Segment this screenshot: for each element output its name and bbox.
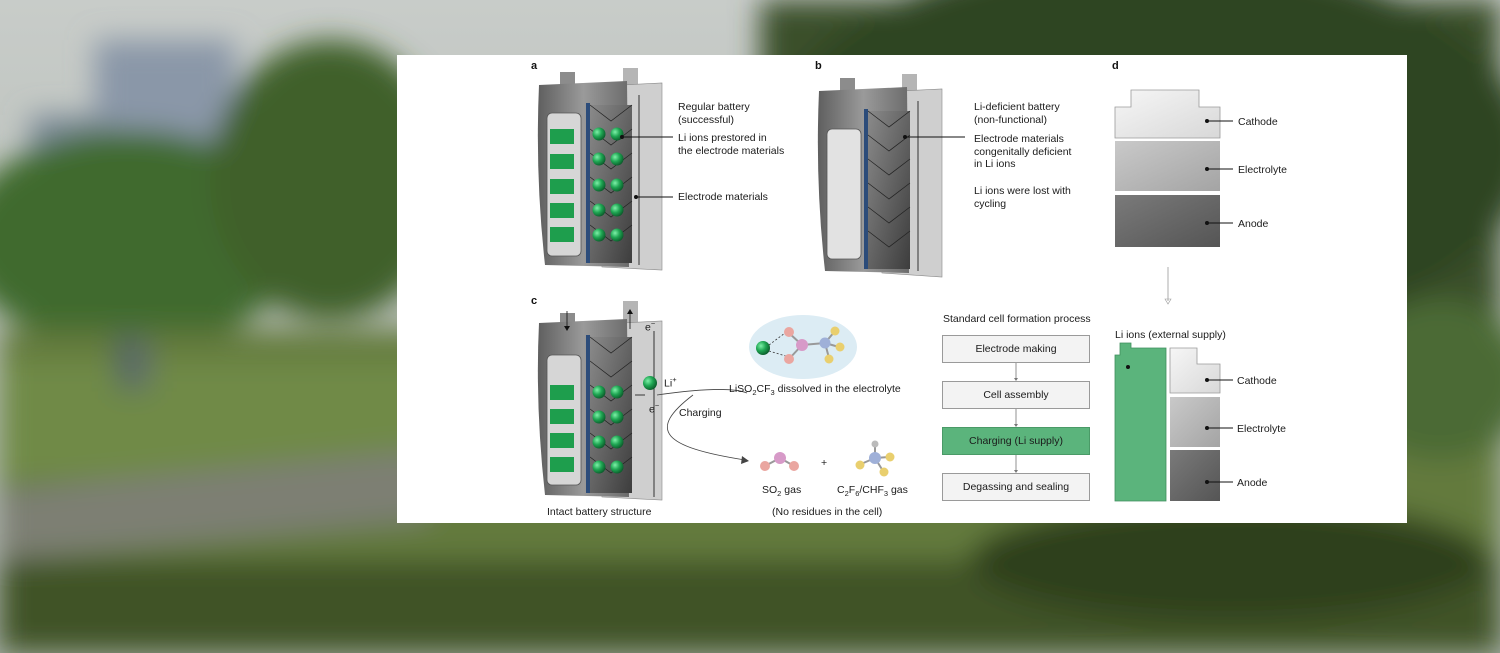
bottom-cathode-label: Cathode xyxy=(1237,375,1277,387)
plus-sign: + xyxy=(821,457,828,469)
li-plus-label: Li+ xyxy=(664,375,677,390)
c2f6-chf3-gas-label: C2F6/CHF3 gas xyxy=(837,484,908,499)
external-supply-label: Li ions (external supply) xyxy=(1115,329,1226,341)
stack-bottom xyxy=(1114,342,1221,502)
stack-bottom-leaders xyxy=(1207,379,1233,483)
battery-a xyxy=(537,68,663,271)
intact-battery-label: Intact battery structure xyxy=(547,506,652,518)
li-deficient-title: Li-deficient battery (non-functional) xyxy=(974,101,1060,126)
panel-label-c: c xyxy=(531,295,538,307)
bottom-electrolyte-label: Electrolyte xyxy=(1237,423,1287,435)
lisocf3-molecule xyxy=(749,315,857,379)
panel-label-b: b xyxy=(815,60,822,72)
electron-side-label: e− xyxy=(649,401,660,416)
li-ions-prestored-label: Li ions prestored in the electrode mater… xyxy=(678,132,785,157)
stack-top xyxy=(1114,89,1221,247)
panel-label-d: d xyxy=(1112,60,1119,72)
charging-arrow xyxy=(656,389,748,461)
electron-top-label: e− xyxy=(645,319,656,334)
so2-molecule xyxy=(760,452,799,471)
chf3-molecule xyxy=(855,440,895,477)
step-degassing-sealing: Degassing and sealing xyxy=(942,473,1090,501)
top-anode-label: Anode xyxy=(1238,218,1269,230)
regular-battery-title: Regular battery (successful) xyxy=(678,101,750,126)
battery-diagram xyxy=(537,68,1233,502)
figure-panel: a b c d Regular battery (successful) Li … xyxy=(397,55,1407,523)
bottom-anode-label: Anode xyxy=(1237,477,1268,489)
no-residues-label: (No residues in the cell) xyxy=(772,506,883,518)
stack-top-leaders xyxy=(1207,120,1233,224)
charging-label: Charging xyxy=(679,407,722,419)
lisocf3-label: LiSO2CF3 dissolved in the electrolyte xyxy=(729,383,901,398)
panel-label-a: a xyxy=(531,60,538,72)
top-cathode-label: Cathode xyxy=(1238,116,1278,128)
step-charging: Charging (Li supply) xyxy=(942,427,1090,455)
step-cell-assembly: Cell assembly xyxy=(942,381,1090,409)
congenitally-deficient-label: Electrode materials congenitally deficie… xyxy=(974,133,1072,170)
so2-gas-label: SO2 gas xyxy=(762,484,802,499)
li-ions-lost-label: Li ions were lost with cycling xyxy=(974,185,1071,210)
step-electrode-making: Electrode making xyxy=(942,335,1090,363)
process-title: Standard cell formation process xyxy=(943,313,1091,325)
battery-c xyxy=(537,301,663,501)
top-electrolyte-label: Electrolyte xyxy=(1238,164,1288,176)
electrode-materials-label: Electrode materials xyxy=(678,191,768,203)
battery-b xyxy=(817,74,943,278)
